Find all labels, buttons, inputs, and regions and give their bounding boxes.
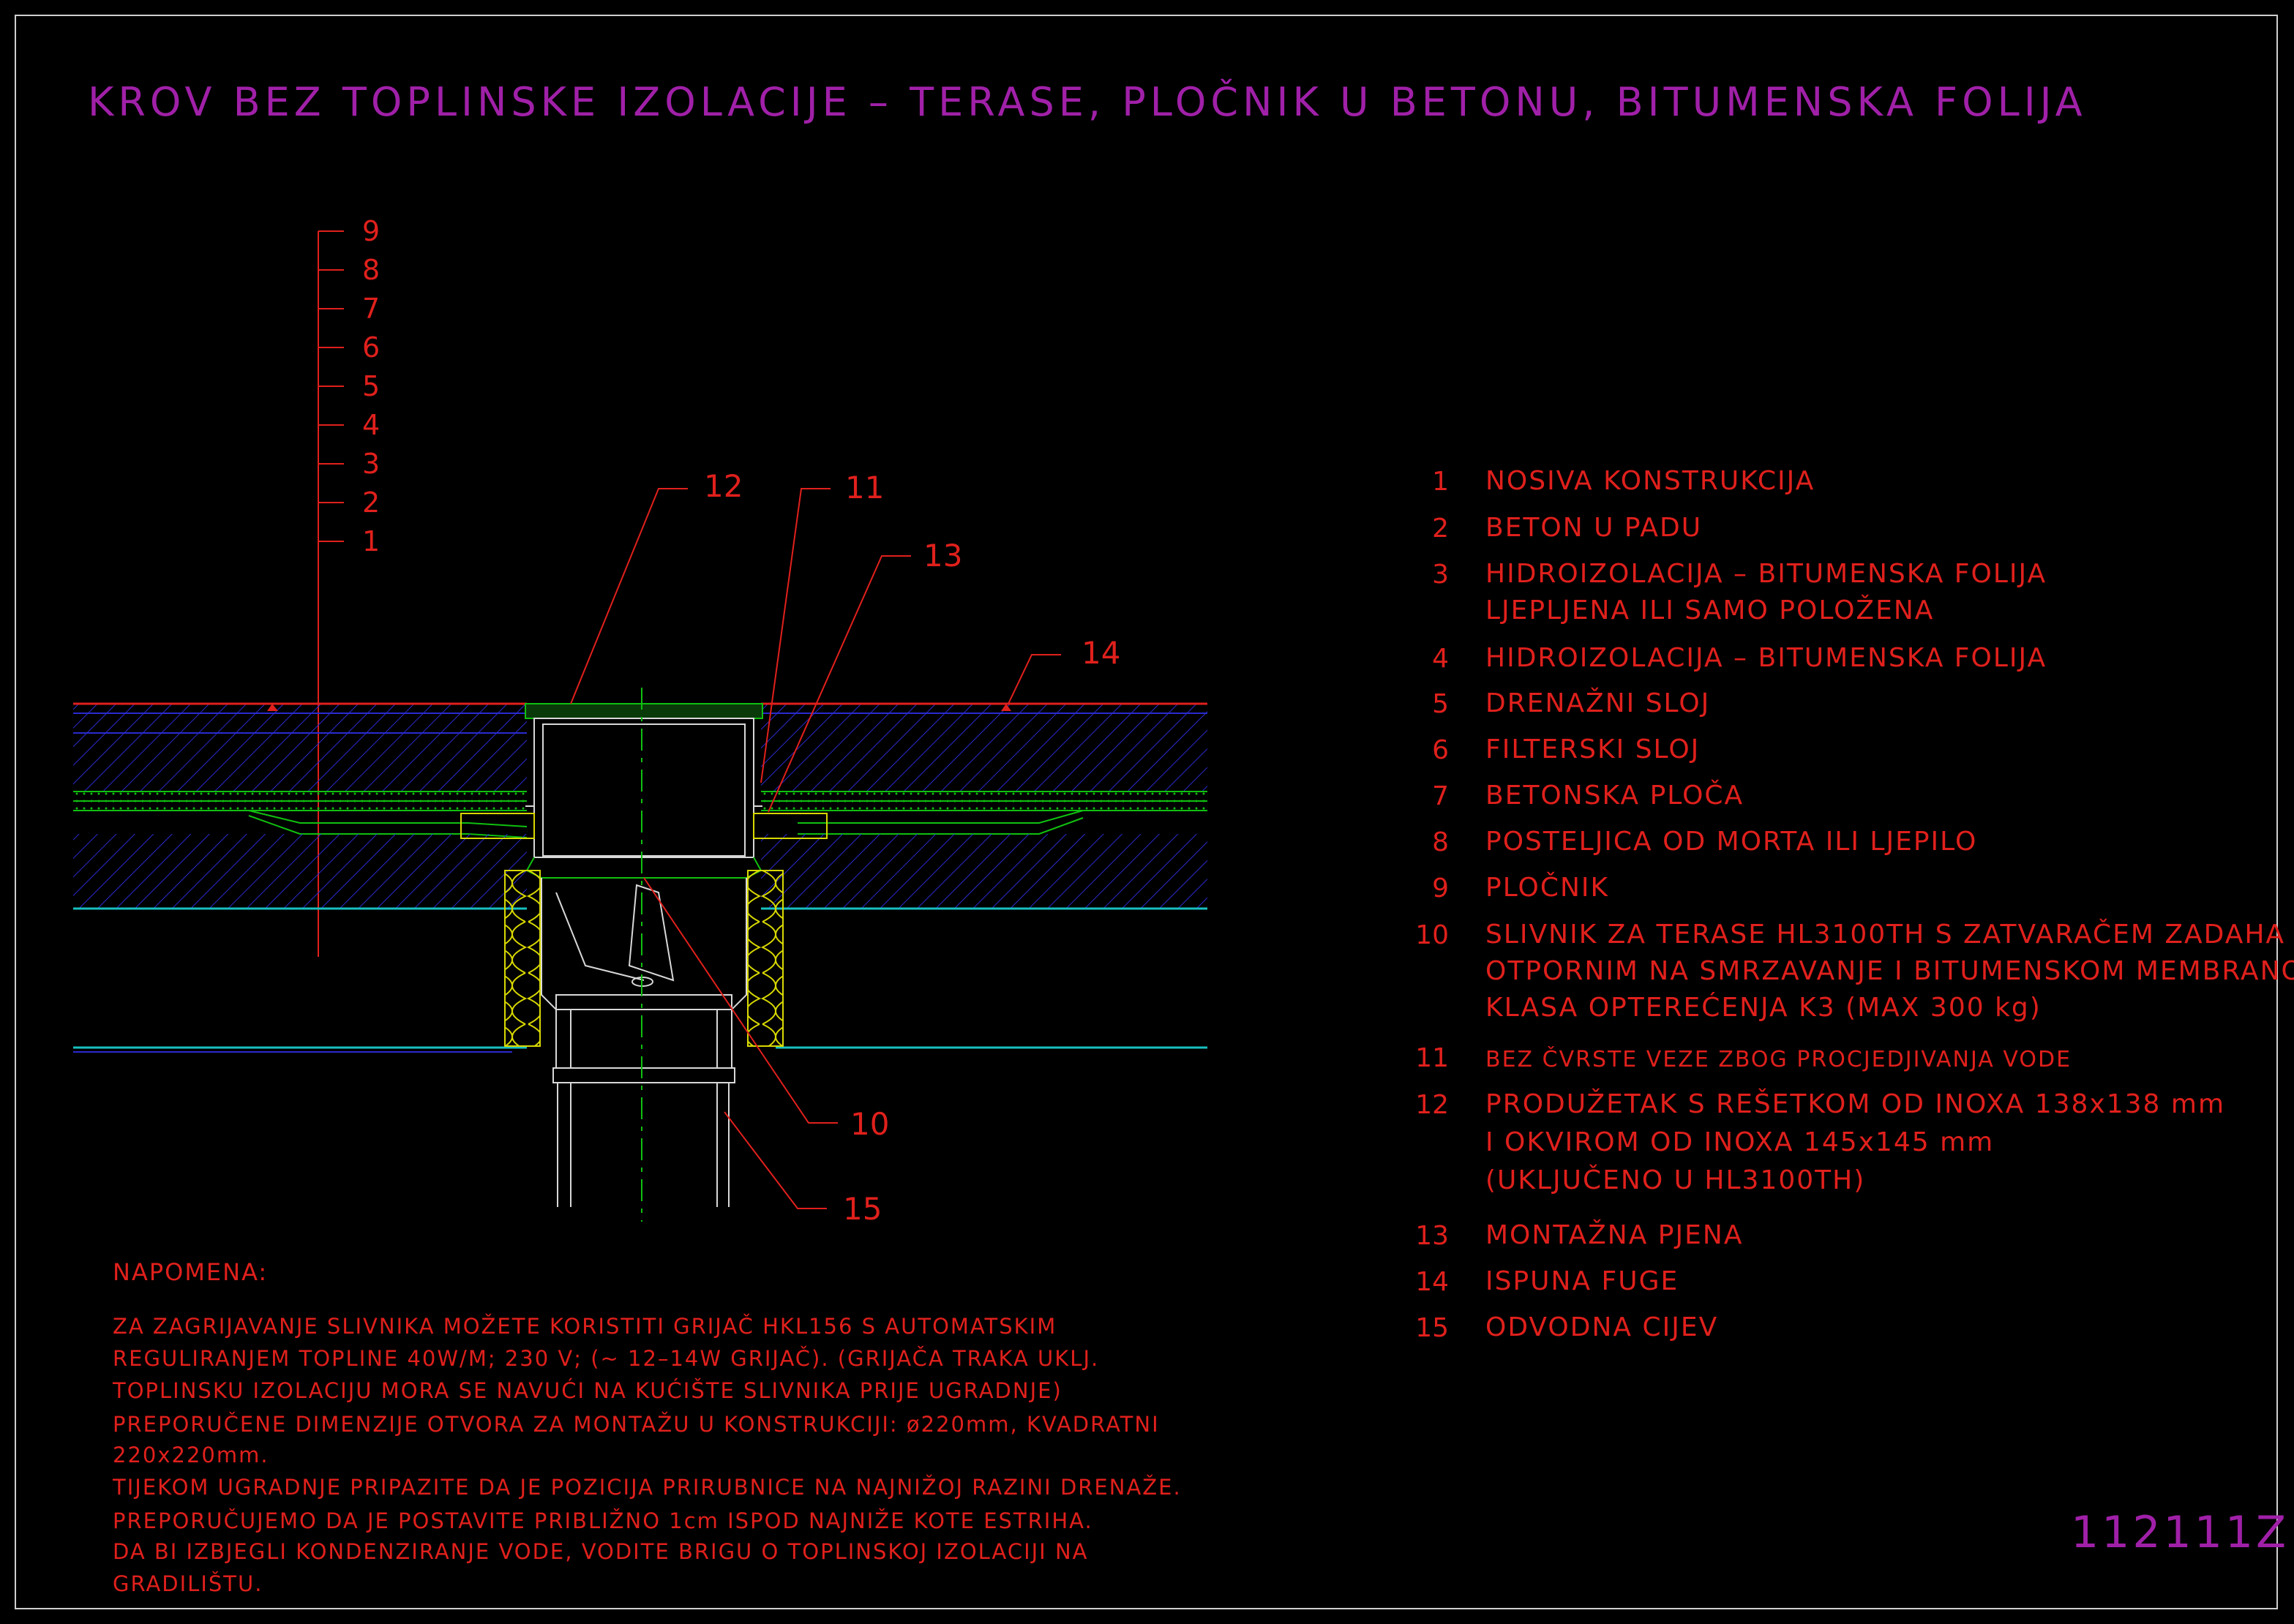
legend-text: PRODUŽETAK S REŠETKOM OD INOXA 138x138 m… <box>1485 1089 2226 1119</box>
legend-num: 4 <box>1432 644 1449 674</box>
legend-text: POSTELJICA OD MORTA ILI LJEPILO <box>1485 827 1978 857</box>
layer-paving-right <box>761 704 1207 733</box>
note-line: ZA ZAGRIJAVANJE SLIVNIKA MOŽETE KORISTIT… <box>113 1314 1057 1339</box>
legend-num: 1 <box>1432 467 1449 497</box>
legend-num: 5 <box>1432 689 1449 719</box>
note-line: PREPORUČUJEMO DA JE POSTAVITE PRIBLIŽNO … <box>113 1508 1093 1533</box>
layer-paving-left <box>73 704 527 733</box>
legend-text: DRENAŽNI SLOJ <box>1485 688 1711 718</box>
scale-label-3: 3 <box>362 448 381 480</box>
legend-text: BEZ ČVRSTE VEZE ZBOG PROCJEDJIVANJA VODE <box>1485 1047 2072 1072</box>
legend-num: 3 <box>1432 560 1449 590</box>
insulation-left <box>504 870 541 1047</box>
legend-num: 6 <box>1432 735 1449 765</box>
legend-num: 9 <box>1432 873 1449 903</box>
scale-label-8: 8 <box>362 254 381 286</box>
legend-text: LJEPLJENA ILI SAMO POLOŽENA <box>1485 595 1935 625</box>
legend-text: I OKVIROM OD INOXA 145x145 mm <box>1485 1127 1995 1157</box>
legend-num: 11 <box>1415 1043 1449 1073</box>
legend-text: BETONSKA PLOČA <box>1485 781 1744 811</box>
legend-text: OTPORNIM NA SMRZAVANJE I BITUMENSKOM MEM… <box>1485 956 2294 986</box>
legend-text: FILTERSKI SLOJ <box>1485 734 1701 764</box>
scale-label-4: 4 <box>362 409 381 441</box>
scale-label-2: 2 <box>362 486 381 519</box>
document-number: 112111Z <box>2071 1507 2290 1558</box>
insulation-right <box>747 870 784 1047</box>
legend-text: SLIVNIK ZA TERASE HL3100TH S ZATVARAČEM … <box>1485 920 2286 950</box>
callout-15: 15 <box>843 1191 882 1227</box>
legend-text: BETON U PADU <box>1485 513 1703 543</box>
scale-label-7: 7 <box>362 293 381 325</box>
note-line: 220x220mm. <box>113 1443 269 1467</box>
drawing-frame <box>15 15 2278 1609</box>
layers-right <box>761 702 1207 1049</box>
note-line: DA BI IZBJEGLI KONDENZIRANJE VODE, VODIT… <box>113 1539 1089 1564</box>
layer-sloped-concrete-left <box>73 834 527 909</box>
legend-num: 15 <box>1415 1313 1449 1343</box>
legend-text: NOSIVA KONSTRUKCIJA <box>1485 466 1815 496</box>
leader-lines <box>570 488 1061 1209</box>
legend-text: ISPUNA FUGE <box>1485 1266 1679 1296</box>
legend-text: MONTAŽNA PJENA <box>1485 1220 1744 1250</box>
layer-concrete-slab-left <box>73 733 527 792</box>
legend-num: 8 <box>1432 827 1449 857</box>
legend-num: 14 <box>1415 1267 1449 1297</box>
note-line: GRADILIŠTU. <box>113 1571 263 1596</box>
legend-num: 10 <box>1415 920 1449 950</box>
scale-label-1: 1 <box>362 525 381 557</box>
legend-text: (UKLJUČENO U HL3100TH) <box>1485 1165 1866 1195</box>
note-line: REGULIRANJEM TOPLINE 40W/M; 230 V; (~ 12… <box>113 1346 1100 1371</box>
note-line: TOPLINSKU IZOLACIJU MORA SE NAVUĆI NA KU… <box>113 1378 1062 1403</box>
layers-left <box>73 702 528 1053</box>
scale-ticks <box>318 230 344 542</box>
drawing-title: KROV BEZ TOPLINSKE IZOLACIJE – TERASE, P… <box>88 79 2087 125</box>
callout-14: 14 <box>1082 635 1121 671</box>
legend-text: ODVODNA CIJEV <box>1485 1312 1719 1342</box>
layer-sloped-concrete-right <box>761 834 1207 909</box>
legend-text: PLOČNIK <box>1485 873 1610 903</box>
note-line: TIJEKOM UGRADNJE PRIPAZITE DA JE POZICIJ… <box>113 1475 1182 1500</box>
note-line: PREPORUČENE DIMENZIJE OTVORA ZA MONTAŽU … <box>113 1412 1160 1437</box>
callout-12: 12 <box>704 468 743 504</box>
legend-num: 12 <box>1415 1090 1449 1120</box>
callout-13: 13 <box>923 538 963 574</box>
callout-11: 11 <box>845 470 885 505</box>
layer-concrete-slab-right <box>761 733 1207 792</box>
note-title: NAPOMENA: <box>113 1258 269 1286</box>
legend-num: 7 <box>1432 781 1449 811</box>
legend-num: 13 <box>1415 1221 1449 1251</box>
legend-num: 2 <box>1432 514 1449 544</box>
scale-label-9: 9 <box>362 215 381 247</box>
legend-text: HIDROIZOLACIJA – BITUMENSKA FOLIJA <box>1485 643 2047 673</box>
callout-10: 10 <box>850 1106 890 1142</box>
legend-text: HIDROIZOLACIJA – BITUMENSKA FOLIJA <box>1485 559 2047 589</box>
scale-label-5: 5 <box>362 370 381 402</box>
legend-text: KLASA OPTEREĆENJA K3 (MAX 300 kg) <box>1485 993 2042 1023</box>
scale-label-6: 6 <box>362 331 381 364</box>
